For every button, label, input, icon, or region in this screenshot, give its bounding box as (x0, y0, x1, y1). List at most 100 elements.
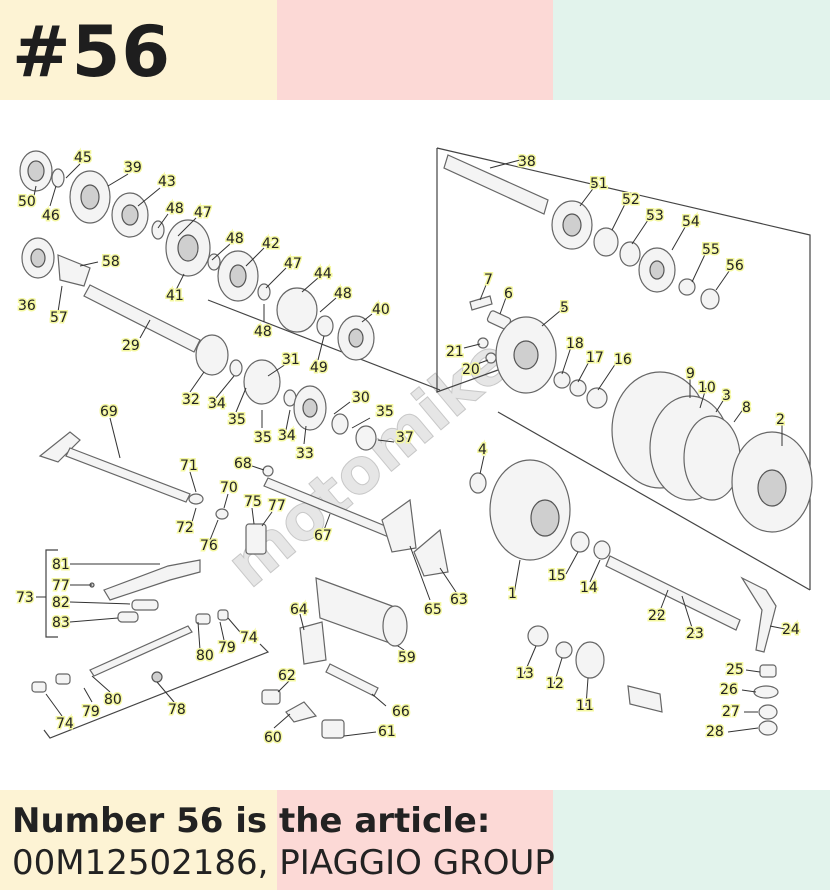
callout-79: 79 (218, 640, 236, 656)
callout-61: 61 (378, 724, 396, 740)
callout-29: 29 (122, 338, 140, 354)
callout-81: 81 (52, 557, 70, 573)
callout-6: 6 (504, 286, 513, 302)
callout-58: 58 (102, 254, 120, 270)
callout-labels: 45 39 50 46 43 48 47 48 42 47 58 36 57 4… (15, 149, 802, 748)
band-segment-pink (277, 0, 553, 100)
callout-24: 24 (782, 622, 800, 638)
callout-15: 15 (548, 568, 566, 584)
callout-39: 39 (124, 160, 142, 176)
callout-52: 52 (622, 192, 640, 208)
callout-54: 54 (682, 214, 700, 230)
callout-45: 45 (74, 150, 92, 166)
caption-article-heading: Number 56 is the article: (12, 801, 491, 841)
callout-14: 14 (580, 580, 598, 596)
bracket-78 (43, 643, 270, 739)
callout-64: 64 (290, 602, 308, 618)
callout-65: 65 (424, 602, 442, 618)
small-parts-bottom (261, 689, 345, 739)
callout-34: 34 (278, 428, 296, 444)
callout-48: 48 (166, 201, 184, 217)
callout-79: 79 (82, 704, 100, 720)
selector-drum-59 (299, 498, 449, 697)
callout-33: 33 (296, 446, 314, 462)
callout-4: 4 (478, 442, 487, 458)
callout-68: 68 (234, 456, 252, 472)
callout-77: 77 (268, 498, 286, 514)
callout-49: 49 (310, 360, 328, 376)
callout-30: 30 (352, 390, 370, 406)
callout-17: 17 (586, 350, 604, 366)
callout-55: 55 (702, 242, 720, 258)
callout-28: 28 (706, 724, 724, 740)
callout-35: 35 (376, 404, 394, 420)
callout-32: 32 (182, 392, 200, 408)
callout-38: 38 (518, 154, 536, 170)
gear-lever-73 (89, 559, 201, 623)
band-segment-green (553, 790, 830, 890)
callout-11: 11 (576, 698, 594, 714)
divider-line-left (207, 299, 441, 391)
callout-77: 77 (52, 578, 70, 594)
small-parts-center (188, 465, 401, 555)
callout-23: 23 (686, 626, 704, 642)
callout-75: 75 (244, 494, 262, 510)
band-segment-yellow (0, 0, 277, 100)
callout-35: 35 (254, 430, 272, 446)
gear-cluster-lower-left (195, 334, 377, 451)
callout-76: 76 (200, 538, 218, 554)
callout-56: 56 (726, 258, 744, 274)
main-shaft-29 (21, 237, 201, 353)
callout-27: 27 (722, 704, 740, 720)
callout-16: 16 (614, 352, 632, 368)
callout-53: 53 (646, 208, 664, 224)
callout-63: 63 (450, 592, 468, 608)
callout-13: 13 (516, 666, 534, 682)
callout-7: 7 (484, 272, 493, 288)
callout-59: 59 (398, 650, 416, 666)
callout-5: 5 (560, 300, 569, 316)
callout-66: 66 (392, 704, 410, 720)
kickstart-assembly (527, 555, 779, 736)
callout-47: 47 (194, 205, 212, 221)
callout-43: 43 (158, 174, 176, 190)
bracket-73 (45, 549, 58, 638)
bottom-band (0, 790, 830, 890)
exploded-parts-diagram: motomike (15, 147, 813, 748)
shift-rod-78 (31, 609, 229, 693)
callout-60: 60 (264, 730, 282, 746)
callout-74: 74 (56, 716, 74, 732)
callout-48: 48 (334, 286, 352, 302)
callout-42: 42 (262, 236, 280, 252)
gear-cluster-upper-left (19, 150, 375, 361)
callout-22: 22 (648, 608, 666, 624)
callout-47: 47 (284, 256, 302, 272)
frame-right-bottom (497, 411, 811, 591)
callout-41: 41 (166, 288, 184, 304)
callout-20: 20 (462, 362, 480, 378)
callout-40: 40 (372, 302, 390, 318)
callout-50: 50 (18, 194, 36, 210)
output-shaft-38 (443, 154, 720, 310)
callout-48: 48 (226, 231, 244, 247)
callout-78: 78 (168, 702, 186, 718)
caption-article-code: 00M12502186, PIAGGIO GROUP (12, 843, 555, 883)
callout-12: 12 (546, 676, 564, 692)
callout-25: 25 (726, 662, 744, 678)
callout-57: 57 (50, 310, 68, 326)
callout-48: 48 (254, 324, 272, 340)
callout-74: 74 (240, 630, 258, 646)
top-band (0, 0, 830, 100)
clutch-assembly (469, 295, 813, 561)
callout-80: 80 (196, 648, 214, 664)
callout-83: 83 (52, 615, 70, 631)
callout-51: 51 (590, 176, 608, 192)
callout-31: 31 (282, 352, 300, 368)
callout-44: 44 (314, 266, 332, 282)
callout-72: 72 (176, 520, 194, 536)
callout-70: 70 (220, 480, 238, 496)
callout-26: 26 (720, 682, 738, 698)
band-segment-yellow (0, 790, 277, 890)
callout-71: 71 (180, 458, 198, 474)
callout-3: 3 (722, 388, 731, 404)
